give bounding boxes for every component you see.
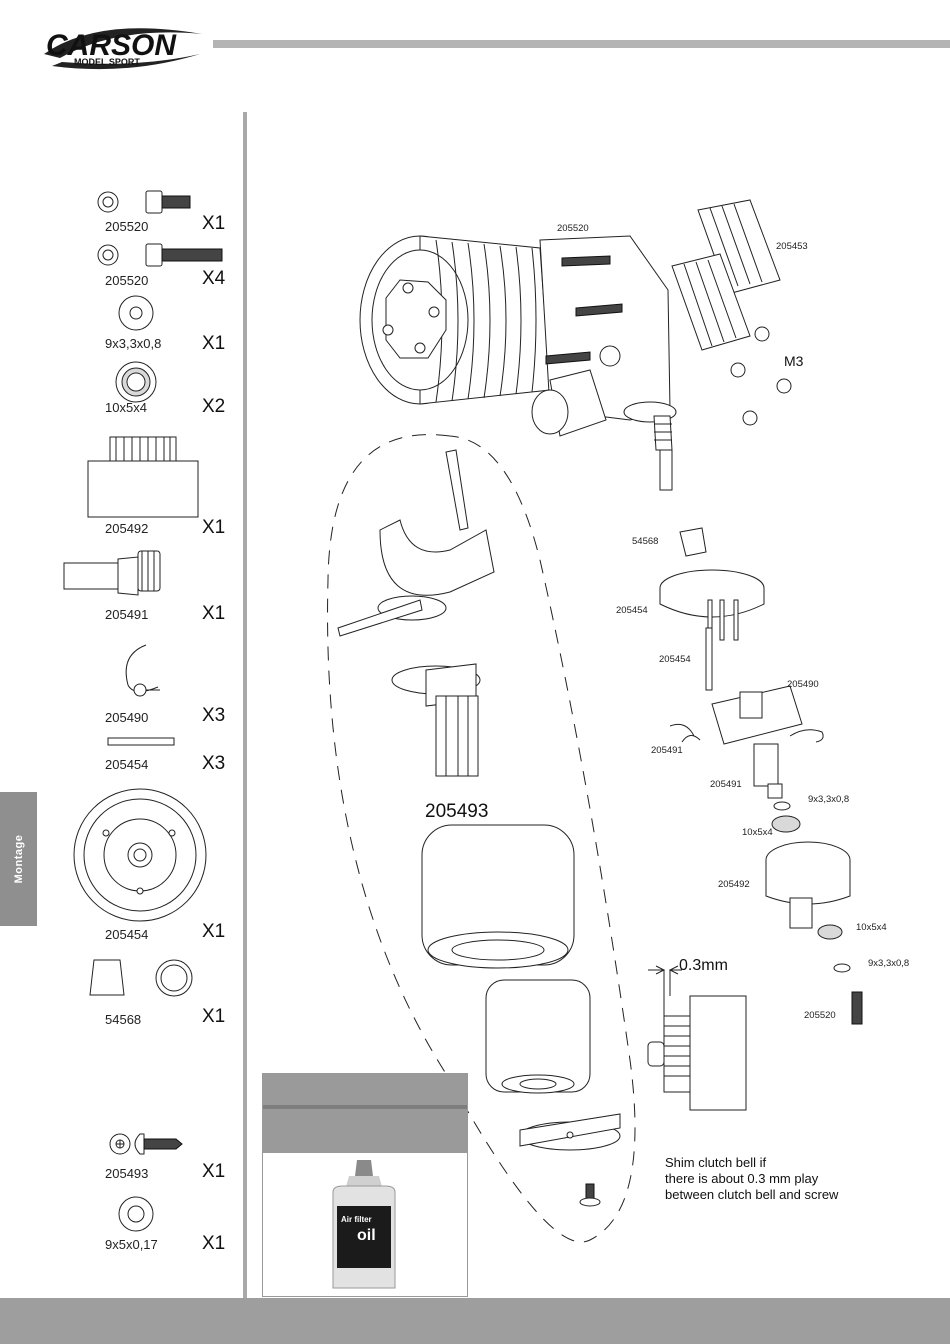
clutch-shaft-drawing xyxy=(753,743,783,799)
callout-label: 9x3,3x0,8 xyxy=(808,794,850,805)
callout-label: 205491 xyxy=(710,779,742,790)
callout-label: 205454 xyxy=(659,654,691,665)
ball-bearing-icon xyxy=(115,361,157,403)
pin-drawing xyxy=(705,627,713,691)
part-quantity: X1 xyxy=(202,1161,226,1182)
washer-icon xyxy=(118,295,154,331)
logo-sub-text: MODEL SPORT xyxy=(74,57,140,67)
shim-note: Shim clutch bell if there is about 0.3 m… xyxy=(665,1155,838,1203)
column-divider xyxy=(243,112,247,1299)
section-tab: Montage xyxy=(0,792,37,926)
collet-and-ring-icon xyxy=(89,959,193,997)
callout-label: 10x5x4 xyxy=(856,922,887,933)
part-quantity: X3 xyxy=(202,705,226,726)
callout-label: 205454 xyxy=(616,605,648,616)
oil-note-box: Air filter oil xyxy=(262,1073,468,1297)
exploded-diagram xyxy=(327,199,863,1243)
part-code: 205493 xyxy=(105,1166,149,1181)
part-quantity: X4 xyxy=(202,268,226,289)
part-code: 205491 xyxy=(105,607,149,622)
filter-base-drawing xyxy=(519,1113,621,1151)
footer-bar xyxy=(0,1298,950,1344)
callout-label: 205492 xyxy=(718,879,750,890)
part-quantity: X1 xyxy=(202,921,226,942)
callout-label: 205490 xyxy=(787,679,819,690)
oil-note-header-band xyxy=(263,1074,467,1105)
oil-note-rule xyxy=(263,1105,467,1109)
filter-inner-drawing xyxy=(485,979,591,1094)
nuts-drawing xyxy=(730,326,792,426)
callout-label: 205520 xyxy=(804,1010,836,1021)
screw-drawing xyxy=(851,991,863,1025)
part-quantity: X3 xyxy=(202,753,226,774)
callout-label: 205491 xyxy=(651,745,683,756)
rear-plate-drawing xyxy=(671,199,781,351)
callout-label: 205520 xyxy=(557,223,589,234)
shim-detail-drawing xyxy=(647,965,747,1111)
flywheel-icon xyxy=(73,788,207,922)
callout-label: 9x3,3x0,8 xyxy=(868,958,910,969)
parts-icons xyxy=(63,190,223,1232)
engine-head-drawing xyxy=(359,235,551,405)
clutch-bell-icon xyxy=(87,436,199,518)
part-code: 9x3,3x0,8 xyxy=(105,336,162,351)
clutch-shoes-drawing xyxy=(669,685,824,745)
pin-icon xyxy=(107,737,175,746)
part-code: 205492 xyxy=(105,521,149,536)
flywheel-drawing xyxy=(659,569,765,641)
part-code: 205520 xyxy=(105,219,149,234)
part-quantity: X1 xyxy=(202,1233,226,1254)
shim-note-line: between clutch bell and screw xyxy=(665,1187,839,1202)
part-code: 205454 xyxy=(105,927,149,942)
air-filter-outline xyxy=(327,434,636,1243)
carson-logo: CARSON MODEL SPORT xyxy=(44,28,202,70)
collet-drawing xyxy=(679,527,707,557)
washer-and-long-screw-icon xyxy=(97,243,223,267)
oil-bottle-image: Air filter oil xyxy=(332,1160,396,1289)
shim-dimension: 0.3mm xyxy=(679,957,728,974)
callout-label: 54568 xyxy=(632,536,659,547)
part-quantity: X1 xyxy=(202,1006,226,1027)
part-code: 9x5x0,17 xyxy=(105,1237,158,1252)
filter-foam-drawing xyxy=(421,824,575,969)
callout-label: 205493 xyxy=(425,801,489,822)
oil-label-line1: Air filter xyxy=(341,1215,372,1224)
header-rule xyxy=(213,40,950,48)
washer-and-short-screw-icon xyxy=(97,190,191,214)
clutch-bell-drawing xyxy=(765,841,851,929)
callout-label: 205453 xyxy=(776,241,808,252)
washer-and-tapping-screw-icon xyxy=(109,1133,183,1155)
part-quantity: X1 xyxy=(202,333,226,354)
callout-label: 10x5x4 xyxy=(742,827,773,838)
intake-elbow-drawing xyxy=(337,449,495,637)
part-quantity: X2 xyxy=(202,396,226,417)
callout-label: M3 xyxy=(784,353,804,369)
clutch-shaft-icon xyxy=(63,550,161,596)
clutch-spring-icon xyxy=(125,644,160,697)
tapping-screw-drawing xyxy=(579,1183,601,1207)
part-quantity: X1 xyxy=(202,517,226,538)
part-code: 54568 xyxy=(105,1012,142,1027)
filter-adapter-drawing xyxy=(391,663,481,777)
shim-note-line: there is about 0.3 mm play xyxy=(665,1171,819,1186)
shim-note-line: Shim clutch bell if xyxy=(665,1155,767,1170)
logo-main-text: CARSON xyxy=(46,29,177,62)
oil-label-line2: oil xyxy=(357,1227,376,1244)
part-code: 205520 xyxy=(105,273,149,288)
part-quantity: X1 xyxy=(202,213,226,234)
part-code: 205454 xyxy=(105,757,149,772)
section-tab-label: Montage xyxy=(12,834,25,884)
part-code: 205490 xyxy=(105,710,149,725)
engine-crankcase-drawing xyxy=(531,235,677,491)
thin-washer-icon xyxy=(118,1196,154,1232)
oil-note-text-band xyxy=(263,1109,467,1153)
part-code: 10x5x4 xyxy=(105,400,147,415)
part-quantity: X1 xyxy=(202,603,226,624)
bearings-drawing xyxy=(771,801,851,973)
